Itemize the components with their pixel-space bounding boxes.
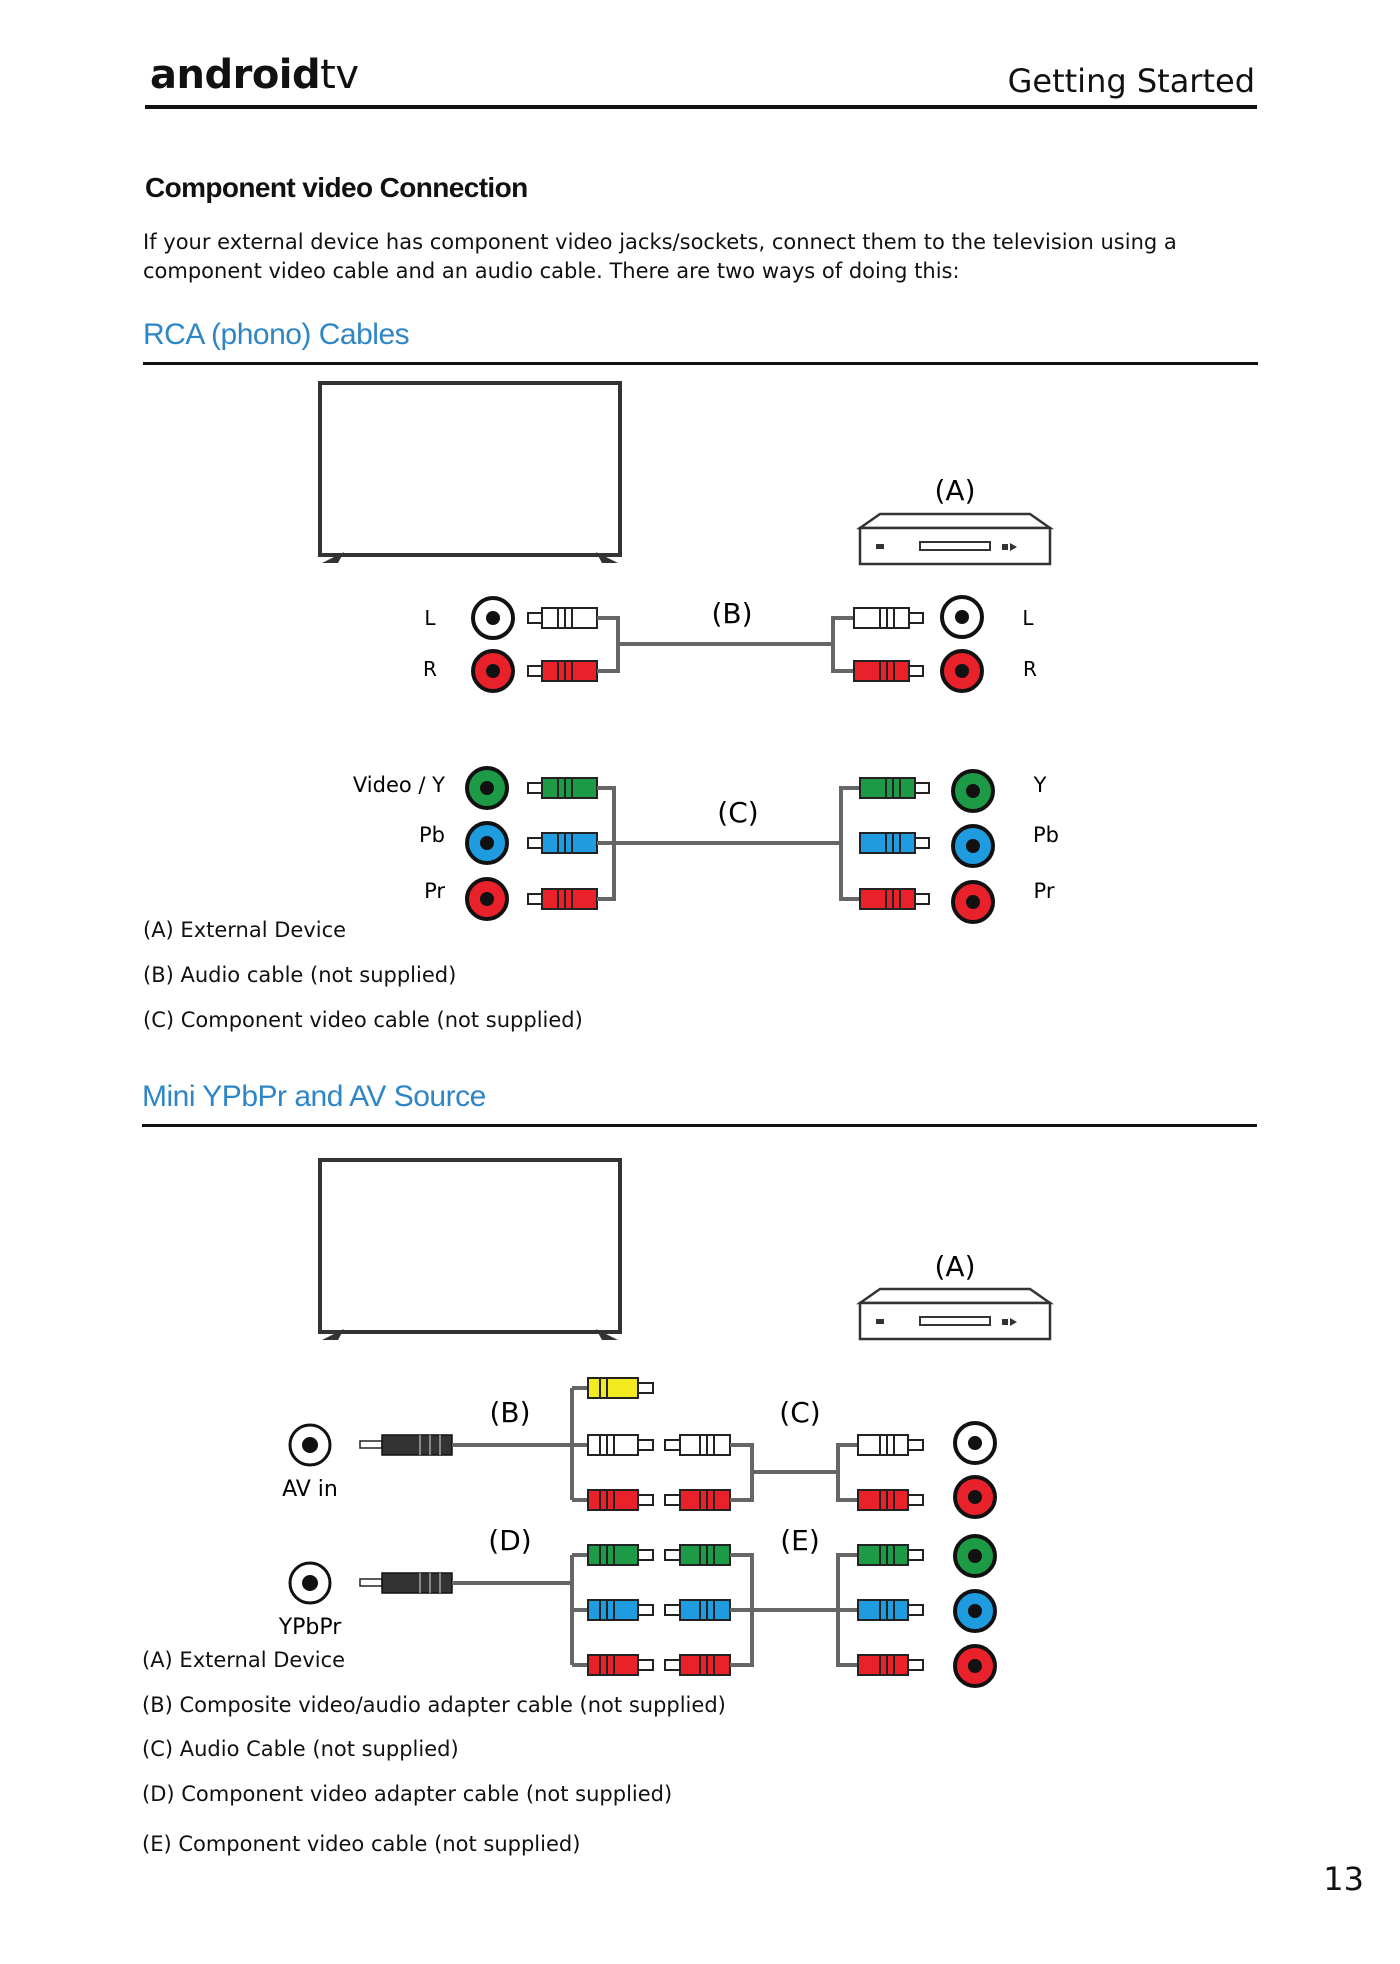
- device-audio-jack-l: [940, 595, 984, 639]
- rca-plug-red-d: [587, 1654, 654, 1676]
- tv-video-jack-y: [465, 766, 509, 810]
- tv-icon: [318, 381, 622, 563]
- device-video-label-pr: Pr: [1034, 879, 1055, 903]
- audio-cable-c: [730, 1443, 858, 1502]
- rca-plug-green-right: [859, 777, 930, 799]
- rca-plug-red-c-right: [857, 1489, 924, 1511]
- device-video-label-y: Y: [1033, 773, 1047, 797]
- legend-item: (A) External Device: [142, 1648, 346, 1672]
- legend-item: (E) Component video cable (not supplied): [142, 1832, 581, 1856]
- device-audio-jack-l-2: [953, 1421, 997, 1465]
- rca-plug-red-left: [527, 660, 598, 682]
- av-in-jack: [288, 1423, 332, 1467]
- device-audio-label-l: L: [1022, 606, 1034, 630]
- cable-label-b: (B): [711, 597, 752, 630]
- device-label-a-2: (A): [934, 1250, 975, 1283]
- rca-plug-red-video-left: [527, 888, 598, 910]
- rca-plug-red-b: [587, 1489, 654, 1511]
- rca-plug-green-d: [587, 1544, 654, 1566]
- device-video-jack-y: [951, 769, 995, 813]
- rca-plug-white-c-right: [857, 1434, 924, 1456]
- rca-plug-green-e-right: [857, 1544, 924, 1566]
- device-video-label-pb: Pb: [1033, 823, 1059, 847]
- tv-audio-jack-l: [471, 596, 515, 640]
- section2-divider: [142, 1124, 1257, 1127]
- rca-plug-white-left: [527, 607, 598, 629]
- section2-heading: Mini YPbPr and AV Source: [142, 1080, 486, 1113]
- section1-divider: [143, 362, 1258, 365]
- audio-cable: [597, 616, 854, 673]
- page-number: 13: [1323, 1860, 1364, 1898]
- rca-plug-red-e-right: [857, 1654, 924, 1676]
- rca-plug-red-right: [853, 660, 924, 682]
- tv-audio-jack-r: [471, 649, 515, 693]
- brand-logo-android: android: [150, 52, 321, 98]
- component-adapter-cable: [452, 1553, 588, 1667]
- mini-jack-plug-av: [359, 1434, 453, 1456]
- rca-plug-blue-d: [587, 1599, 654, 1621]
- tv-audio-label-l: L: [424, 606, 436, 630]
- cable-label-e: (E): [780, 1524, 820, 1557]
- tv-video-jack-pb: [465, 821, 509, 865]
- cable-label-c-2: (C): [779, 1396, 820, 1429]
- section-title: Getting Started: [1007, 62, 1255, 100]
- rca-plug-green-left: [527, 777, 598, 799]
- rca-plug-white-b: [587, 1434, 654, 1456]
- tv-icon-2: [318, 1158, 622, 1340]
- page-title: Component video Connection: [145, 172, 528, 203]
- cable-label-c: (C): [717, 796, 758, 829]
- ypbpr-label: YPbPr: [278, 1615, 343, 1640]
- rca-plug-yellow: [587, 1377, 654, 1399]
- device-audio-jack-r-2: [953, 1475, 997, 1519]
- legend-item: (D) Component video adapter cable (not s…: [142, 1782, 673, 1806]
- cable-label-b-2: (B): [489, 1396, 530, 1429]
- legend-item: (C) Audio Cable (not supplied): [142, 1737, 459, 1761]
- legend-item: (A) External Device: [143, 918, 347, 942]
- tv-video-jack-pr: [465, 877, 509, 921]
- tv-video-label-pr: Pr: [424, 879, 445, 903]
- ypbpr-jack: [288, 1561, 332, 1605]
- legend-item: (B) Composite video/audio adapter cable …: [142, 1693, 726, 1717]
- device-video-jack-y-2: [953, 1534, 997, 1578]
- rca-plug-blue-e-right: [857, 1599, 924, 1621]
- rca-plug-blue-right: [859, 832, 930, 854]
- av-in-label: AV in: [282, 1477, 338, 1502]
- component-video-cable: [597, 786, 860, 901]
- section1-heading: RCA (phono) Cables: [143, 318, 410, 351]
- device-label-a: (A): [934, 474, 975, 507]
- rca-plug-red-video-right: [859, 888, 930, 910]
- device-audio-jack-r: [940, 649, 984, 693]
- legend-item: (C) Component video cable (not supplied): [143, 1008, 583, 1032]
- tv-video-label-y: Video / Y: [353, 773, 445, 797]
- intro-paragraph: If your external device has component vi…: [143, 230, 1177, 283]
- device-video-jack-pb: [951, 824, 995, 868]
- composite-adapter-cable: [452, 1386, 588, 1502]
- mini-jack-plug-ypbpr: [359, 1572, 453, 1594]
- brand-logo-tv: tv: [320, 52, 359, 98]
- tv-video-label-pb: Pb: [419, 823, 445, 847]
- device-audio-label-r: R: [1023, 657, 1037, 681]
- external-device-icon: [856, 512, 1054, 566]
- header-divider: [145, 105, 1257, 109]
- cable-label-d: (D): [488, 1524, 531, 1557]
- rca-plug-blue-e-left: [664, 1599, 731, 1621]
- rca-plug-red-c-left: [664, 1489, 731, 1511]
- rca-plug-blue-left: [527, 832, 598, 854]
- device-video-jack-pb-2: [953, 1589, 997, 1633]
- device-video-jack-pr-2: [953, 1644, 997, 1688]
- rca-plug-white-c-left: [664, 1434, 731, 1456]
- legend-item: (B) Audio cable (not supplied): [143, 963, 457, 987]
- rca-plug-green-e-left: [664, 1544, 731, 1566]
- device-video-jack-pr: [951, 880, 995, 924]
- tv-audio-label-r: R: [423, 657, 437, 681]
- rca-plug-red-e-left: [664, 1654, 731, 1676]
- brand-logo: androidtv: [150, 52, 359, 98]
- rca-plug-white-right: [853, 607, 924, 629]
- external-device-icon-2: [856, 1287, 1054, 1341]
- component-cable-e: [730, 1553, 858, 1667]
